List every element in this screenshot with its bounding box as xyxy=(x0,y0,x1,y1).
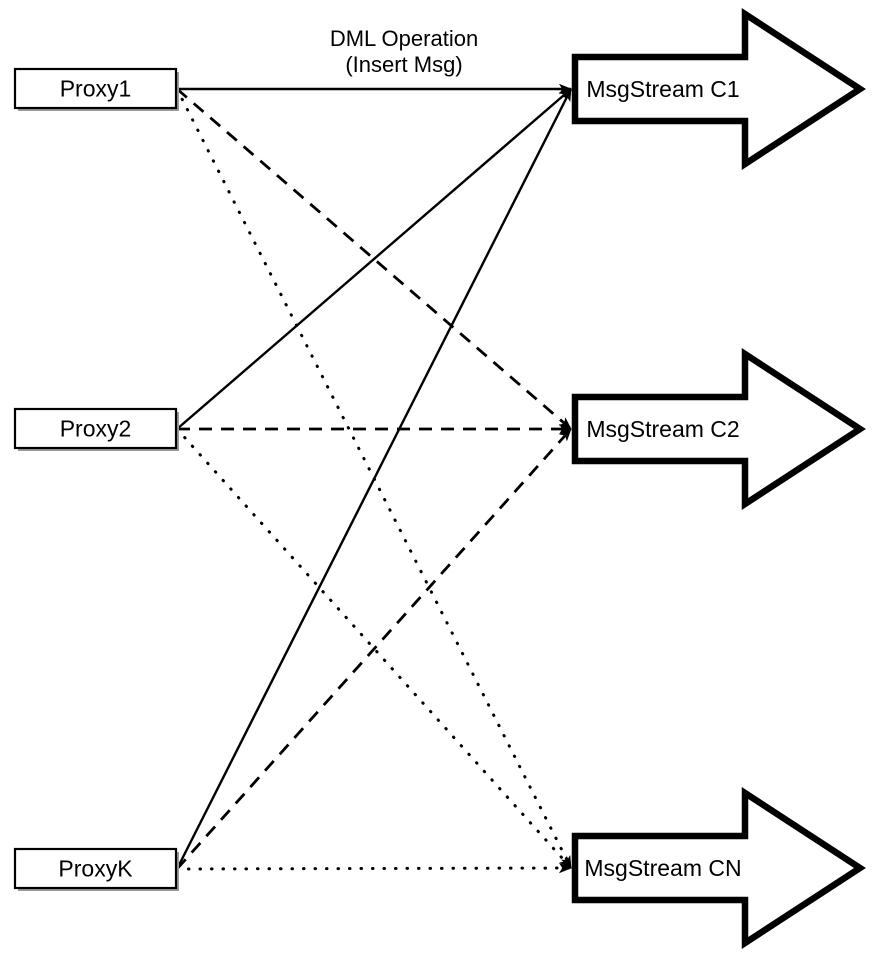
edge-label-group: DML Operation (Insert Msg) xyxy=(330,26,478,77)
msgstream-label: MsgStream C2 xyxy=(586,416,739,442)
proxy-box-rect[interactable] xyxy=(13,847,178,890)
proxy-node-proxy2[interactable]: Proxy2 xyxy=(13,407,179,451)
link-pk-cn xyxy=(175,862,573,874)
link-pk-c2 xyxy=(175,428,573,870)
msgstream-node-msgstream-c1[interactable]: MsgStream C1 xyxy=(571,8,866,170)
proxy-label: Proxy1 xyxy=(60,76,132,102)
msgstream-label: MsgStream C1 xyxy=(586,76,739,102)
block-arrow-shape[interactable] xyxy=(571,348,866,510)
link-p2-c1 xyxy=(176,88,572,430)
proxy-box-rect[interactable] xyxy=(13,67,178,110)
msgstream-node-msgstream-cn[interactable]: MsgStream CN xyxy=(571,787,866,949)
proxy-box-rect[interactable] xyxy=(13,407,178,450)
msgstream-nodes-group: MsgStream C1 MsgStream C2 MsgStream CN xyxy=(571,8,866,949)
proxy-label: ProxyK xyxy=(58,856,133,882)
block-arrow-shape[interactable] xyxy=(571,8,866,170)
dml-operation-label-line2: (Insert Msg) xyxy=(345,52,462,77)
proxy-node-proxyk[interactable]: ProxyK xyxy=(13,847,179,891)
proxy-label: Proxy2 xyxy=(60,416,132,442)
msgstream-node-msgstream-c2[interactable]: MsgStream C2 xyxy=(571,348,866,510)
msgstream-label: MsgStream CN xyxy=(584,855,741,881)
block-arrow-shape[interactable] xyxy=(571,787,866,949)
link-pk-c1 xyxy=(175,88,573,870)
connector-lines-group xyxy=(175,83,573,874)
dml-operation-label-line1: DML Operation xyxy=(330,26,478,51)
proxy-node-proxy1[interactable]: Proxy1 xyxy=(13,67,179,111)
